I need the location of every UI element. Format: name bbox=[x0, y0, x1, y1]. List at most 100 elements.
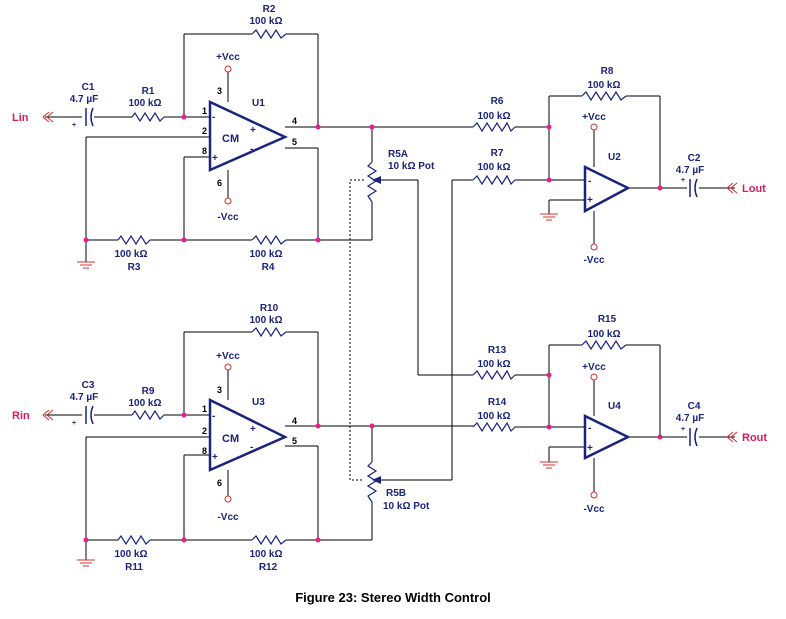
junction-dot bbox=[181, 114, 187, 120]
capacitor-c4: + bbox=[681, 426, 698, 447]
capacitor-c2: + bbox=[681, 177, 698, 198]
capacitor-c1: + bbox=[72, 107, 94, 129]
resistor-r11 bbox=[117, 534, 151, 546]
c1-ref: C1 bbox=[82, 82, 95, 93]
r2-ref: R2 bbox=[263, 4, 276, 15]
opamp-u2 bbox=[583, 164, 631, 214]
wires-u1-section bbox=[45, 33, 473, 376]
r8-value: 100 kΩ bbox=[587, 80, 620, 91]
u3-pin-6: 6 bbox=[217, 478, 222, 488]
r5b-ref: R5B bbox=[386, 488, 406, 499]
junction-dot bbox=[657, 185, 663, 191]
junction-dot bbox=[315, 124, 321, 130]
c2-ref: C2 bbox=[688, 153, 701, 164]
supply-terminal bbox=[224, 65, 232, 73]
capacitor-c3: + bbox=[72, 405, 94, 427]
resistor-r13 bbox=[472, 369, 516, 381]
junction-dot bbox=[181, 537, 187, 543]
wires-u3-section bbox=[45, 179, 473, 560]
c4-ref: C4 bbox=[688, 401, 701, 412]
u3-pin-4: 4 bbox=[292, 416, 297, 426]
u4-ref: U4 bbox=[608, 401, 621, 412]
u1-inv-sign: - bbox=[212, 112, 215, 123]
r8-ref: R8 bbox=[601, 66, 614, 77]
u3-noninv-sign: + bbox=[212, 452, 218, 463]
port-lout: Lout bbox=[742, 183, 766, 195]
supply-terminal bbox=[224, 495, 232, 503]
port-rin: Rin bbox=[12, 410, 30, 422]
u2-vcc-pos: +Vcc bbox=[582, 112, 606, 123]
ground-icon bbox=[77, 559, 95, 567]
junction-dot bbox=[657, 434, 663, 440]
r5a-value: 10 kΩ Pot bbox=[388, 161, 435, 172]
r13-ref: R13 bbox=[488, 345, 507, 356]
wires-u4-section bbox=[515, 344, 735, 492]
u1-pin-4: 4 bbox=[292, 116, 297, 126]
u1-pin-8: 8 bbox=[202, 146, 207, 156]
u3-out-minus-sign: - bbox=[250, 442, 253, 453]
junction-dot bbox=[83, 537, 89, 543]
svg-text:+: + bbox=[681, 177, 685, 184]
port-lin: Lin bbox=[12, 112, 29, 124]
junction-dot bbox=[546, 372, 552, 378]
resistor-r7 bbox=[472, 174, 516, 186]
junction-dot bbox=[315, 423, 321, 429]
u3-vcc-neg: -Vcc bbox=[217, 512, 239, 523]
port-arrow-icon bbox=[730, 182, 738, 194]
u3-mode: CM bbox=[222, 433, 239, 445]
r3-ref: R3 bbox=[128, 262, 141, 273]
pot-gang-link bbox=[349, 179, 364, 481]
supply-terminal bbox=[590, 123, 598, 131]
r10-value: 100 kΩ bbox=[249, 315, 282, 326]
r4-ref: R4 bbox=[262, 262, 275, 273]
c4-value: 4.7 µF bbox=[676, 413, 705, 424]
r11-ref: R11 bbox=[125, 562, 143, 573]
r15-value: 100 kΩ bbox=[587, 329, 620, 340]
u1-vcc-pos: +Vcc bbox=[216, 52, 240, 63]
u3-pin-8: 8 bbox=[202, 446, 207, 456]
u1-pin-3: 3 bbox=[217, 86, 222, 96]
r12-value: 100 kΩ bbox=[249, 549, 282, 560]
supply-terminal bbox=[224, 363, 232, 371]
supply-terminal bbox=[224, 197, 232, 205]
port-arrow-icon bbox=[730, 431, 738, 443]
u3-pin-1: 1 bbox=[202, 404, 207, 414]
u2-inv-sign: - bbox=[588, 176, 591, 187]
resistor-r12 bbox=[251, 534, 287, 546]
u1-pin-5: 5 bbox=[292, 137, 297, 147]
port-arrows bbox=[42, 111, 738, 443]
r1-value: 100 kΩ bbox=[128, 98, 161, 109]
labels: Lin Rin Lout Rout C1 4.7 µF C3 4.7 µF C2… bbox=[12, 4, 767, 605]
r12-ref: R12 bbox=[259, 562, 278, 573]
c3-ref: C3 bbox=[82, 380, 95, 391]
r2-value: 100 kΩ bbox=[249, 16, 282, 27]
junction-dot bbox=[369, 124, 375, 130]
ground-icon bbox=[540, 461, 558, 469]
junction-dot bbox=[546, 124, 552, 130]
junction-dot bbox=[181, 237, 187, 243]
r5a-ref: R5A bbox=[388, 149, 408, 160]
resistor-r10 bbox=[251, 326, 287, 338]
wiper-arrow-r5a bbox=[372, 176, 381, 184]
r11-value: 100 kΩ bbox=[114, 549, 147, 560]
u4-vcc-pos: +Vcc bbox=[582, 362, 606, 373]
u1-out-minus-sign: - bbox=[250, 144, 253, 155]
resistor-r2 bbox=[251, 28, 287, 40]
r4-value: 100 kΩ bbox=[249, 249, 282, 260]
r15-ref: R15 bbox=[598, 314, 617, 325]
supply-terminal bbox=[590, 243, 598, 251]
junction-dot bbox=[369, 423, 375, 429]
port-arrow-icon bbox=[46, 409, 54, 421]
r1-ref: R1 bbox=[142, 86, 155, 97]
junctions bbox=[83, 114, 663, 543]
port-rout: Rout bbox=[742, 432, 767, 444]
resistor-r6 bbox=[472, 121, 516, 133]
r5b-value: 10 kΩ Pot bbox=[383, 501, 430, 512]
junction-dot bbox=[546, 424, 552, 430]
u3-out-plus-sign: + bbox=[250, 424, 256, 435]
ground-symbols bbox=[77, 213, 558, 567]
u3-ref: U3 bbox=[252, 397, 265, 408]
r6-ref: R6 bbox=[491, 96, 504, 107]
junction-dot bbox=[315, 237, 321, 243]
r14-ref: R14 bbox=[488, 397, 507, 408]
